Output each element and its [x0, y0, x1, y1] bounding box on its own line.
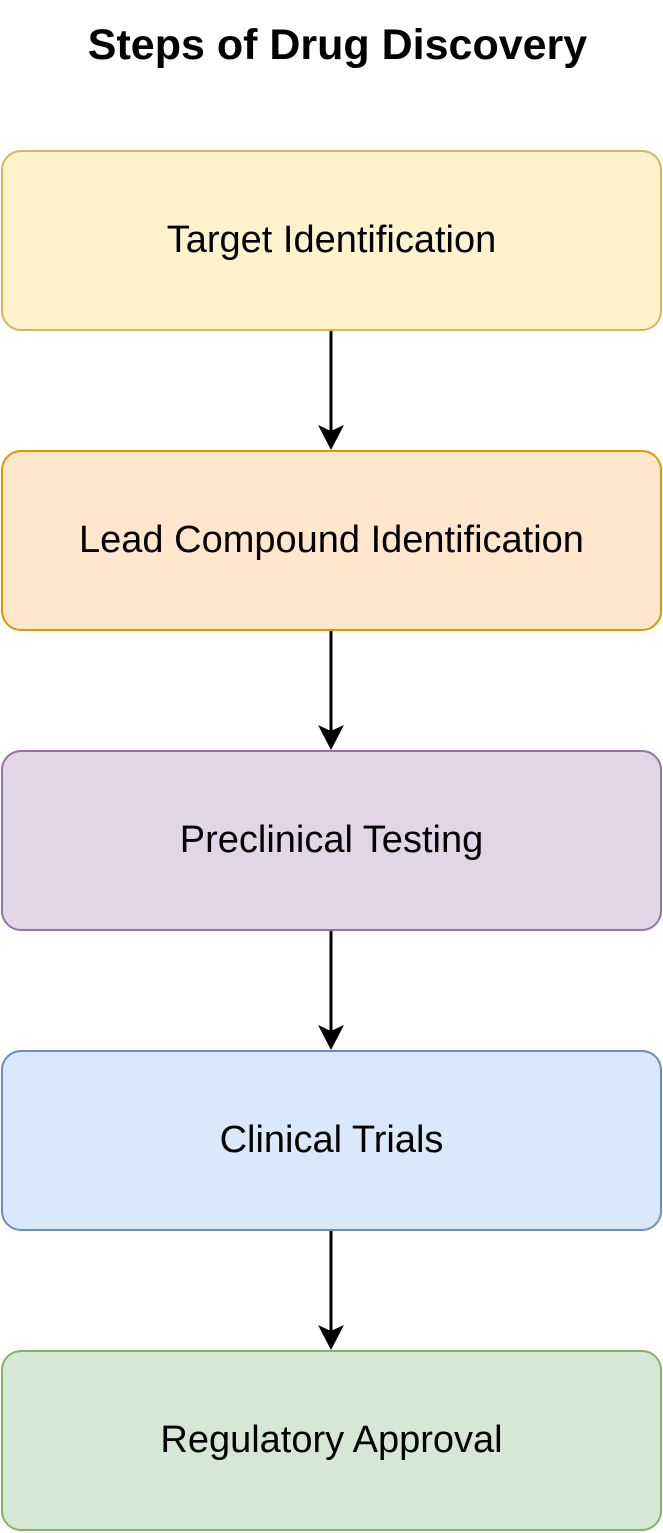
arrow-3: [318, 931, 344, 1050]
step-label: Lead Compound Identification: [79, 519, 584, 561]
step-label: Preclinical Testing: [179, 819, 484, 861]
step-lead-compound-identification: Lead Compound Identification: [1, 450, 662, 631]
step-label: Clinical Trials: [219, 1119, 444, 1161]
arrow-2: [318, 631, 344, 750]
diagram-title: Steps of Drug Discovery: [87, 21, 588, 69]
step-target-identification: Target Identification: [1, 150, 662, 331]
arrow-4: [318, 1231, 344, 1350]
arrow-1: [318, 331, 344, 450]
step-regulatory-approval: Regulatory Approval: [1, 1350, 662, 1531]
step-preclinical-testing: Preclinical Testing: [1, 750, 662, 931]
step-label: Target Identification: [166, 219, 497, 261]
step-label: Regulatory Approval: [160, 1419, 503, 1461]
step-clinical-trials: Clinical Trials: [1, 1050, 662, 1231]
